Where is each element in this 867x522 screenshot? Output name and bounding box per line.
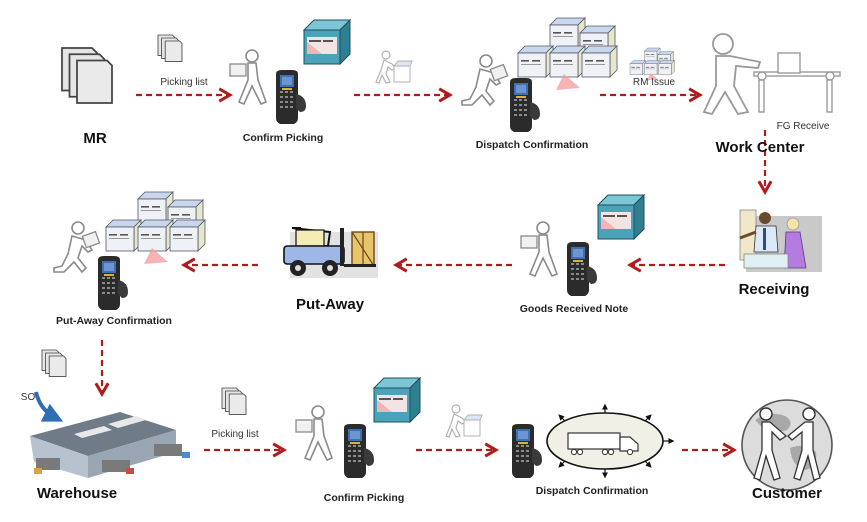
packer-icon: [445, 404, 483, 438]
cubes-icon: [630, 48, 675, 80]
edge-label-so: SO: [20, 392, 36, 403]
edge-label-fg-receive: FG Receive: [776, 121, 830, 132]
box-stack-icon: [106, 192, 205, 264]
scanner-icon: [510, 78, 540, 132]
node-label-work-center: Work Center: [715, 139, 805, 156]
node-label-goods-received-note: Goods Received Note: [519, 303, 629, 315]
box-icon: [597, 194, 645, 240]
scanner-icon: [98, 256, 128, 310]
receiving-desk-icon: [739, 209, 822, 272]
walker-icon: [295, 405, 333, 461]
forklift-icon: [283, 227, 378, 278]
so-arrow: [34, 391, 64, 422]
node-label-dispatch-confirmation: Dispatch Confirmation: [475, 139, 589, 151]
globe-handshake-icon: [741, 399, 833, 491]
walker-icon: [520, 221, 558, 277]
scanner-icon: [276, 70, 306, 124]
document-stack-icon: [41, 349, 67, 377]
document-stack-icon: [61, 47, 113, 104]
node-label-confirm-picking-bottom: Confirm Picking: [323, 492, 405, 504]
node-label-put-away: Put-Away: [295, 296, 365, 313]
edge-label-rm-issue: RM Issue: [632, 77, 676, 88]
walker-icon: [229, 49, 267, 105]
packer-icon: [375, 50, 413, 84]
node-label-dispatch-confirmation-bottom: Dispatch Confirmation: [535, 485, 649, 497]
node-label-warehouse: Warehouse: [36, 485, 118, 502]
document-stack-icon: [221, 387, 247, 415]
conveyor-worker-icon: [702, 33, 841, 116]
scanner-icon: [344, 424, 374, 478]
box-stack-icon: [518, 18, 617, 90]
box-icon: [373, 377, 421, 423]
warehouse-icon: [30, 412, 190, 478]
runner-icon: [53, 221, 101, 273]
node-label-mr: MR: [83, 130, 107, 147]
edge-label-picking-list-bottom: Picking list: [211, 429, 259, 440]
document-stack-icon: [157, 34, 183, 62]
scanner-icon: [567, 242, 597, 296]
truck-oval-icon: [546, 403, 675, 479]
scanner-icon: [512, 424, 542, 478]
node-label-put-away-confirmation: Put-Away Confirmation: [56, 315, 172, 327]
node-label-confirm-picking: Confirm Picking: [242, 132, 324, 144]
node-label-customer: Customer: [751, 485, 823, 502]
runner-icon: [461, 54, 509, 106]
box-icon: [303, 19, 351, 65]
node-label-receiving: Receiving: [738, 281, 810, 298]
edge-label-picking-list: Picking list: [160, 77, 208, 88]
